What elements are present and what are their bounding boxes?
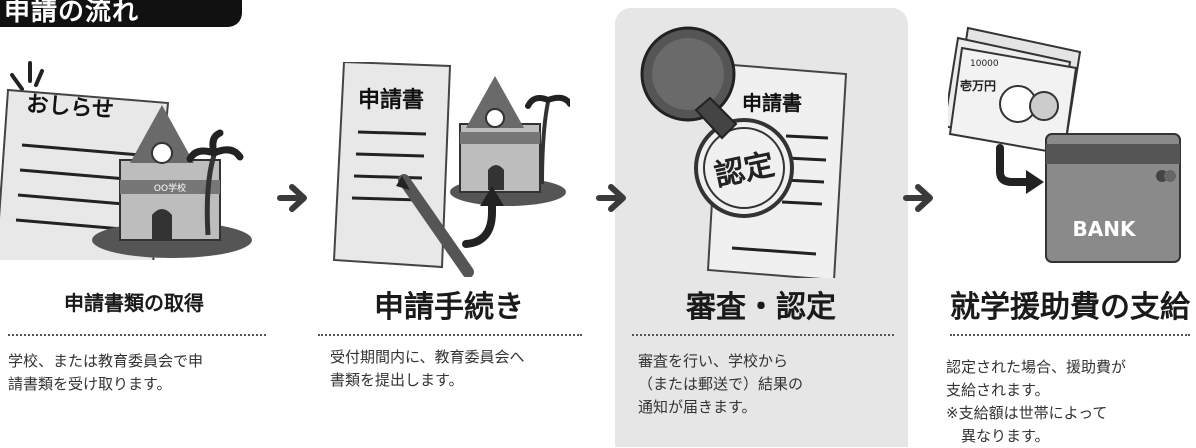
step-1-description: 学校、または教育委員会で申 請書類を受け取ります。 [8,352,204,393]
bank-label: BANK [1073,217,1137,241]
step-3-divider [632,334,894,336]
arrow-right-icon [277,184,307,212]
step-1-title: 申請書類の取得 [64,291,204,315]
rubber-stamp-icon [640,26,738,140]
bank-card-icon: BANK [1045,133,1181,263]
step-2-description: 受付期間内に、教育委員会へ 書類を提出します。 [330,348,525,389]
notice-school-illustration: おしらせ OO学校 [0,61,252,260]
step-3-description: 審査を行い、学校から （または郵送で）結果の 通知が届きます。 [638,352,804,416]
section-title: 申請の流れ [4,0,140,27]
application-form-illustration: 申請書 [332,62,570,277]
step-4-divider [950,334,1190,336]
step-4-title: 就学援助費の支給 [950,290,1190,325]
step-1-divider [8,334,266,336]
pencil-icon [396,174,474,277]
approval-stamp-illustration: 申請書 認定 [640,26,848,278]
school-name-label: OO学校 [154,182,186,194]
step-2-divider [318,334,582,336]
step-4-description: 認定された場合、援助費が 支給されます。 ※支給額は世帯によって 異なります。 [946,358,1127,445]
approval-seal-icon: 認定 [694,118,794,218]
approved-form-label: 申請書 [742,91,802,115]
step-3-title: 審査・認定 [686,290,836,325]
notice-label: おしらせ [26,92,115,123]
arrow-right-icon [596,184,626,212]
banknotes-icon: 10000 壱万円 [948,26,1082,156]
form-label: 申請書 [358,87,424,113]
school-building-icon: OO学校 [92,105,252,258]
school-building-icon [450,76,570,206]
bank-payment-illustration: 10000 壱万円 BANK [948,26,1181,263]
banknote-label: 壱万円 [960,78,996,93]
banknote-amount: 10000 [970,59,999,69]
section-title-tab: 申請の流れ [0,0,242,27]
step-2-title: 申請手続き [374,290,524,325]
arrow-right-icon [903,184,933,212]
application-form-icon: 申請書 [332,62,452,269]
